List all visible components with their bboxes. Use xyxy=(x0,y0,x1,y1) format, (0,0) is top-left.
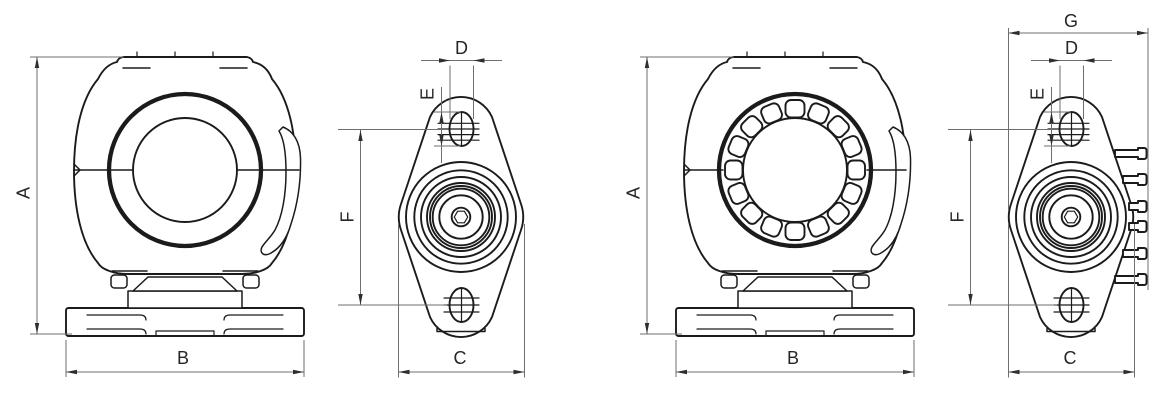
bearing-ball xyxy=(784,99,806,119)
bearing-ball xyxy=(727,182,750,205)
dim-label-b: B xyxy=(787,348,799,368)
dim-label-b: B xyxy=(177,348,189,368)
dim-label-d: D xyxy=(455,38,468,58)
bearing-ball xyxy=(846,159,866,181)
arrowhead xyxy=(1137,30,1148,36)
dim-label-d: D xyxy=(1065,38,1078,58)
view-side-right: G D E F C xyxy=(947,11,1149,379)
dim-label-a: A xyxy=(623,187,643,199)
bearing-ball xyxy=(840,135,863,158)
bearing-ball xyxy=(807,102,830,125)
dim-label-c: C xyxy=(1064,348,1077,368)
bearing-balls xyxy=(724,99,866,241)
bearing-ball xyxy=(826,115,850,139)
dim-label-c: C xyxy=(454,348,467,368)
bearing-ball xyxy=(826,201,850,225)
arrowhead xyxy=(1008,30,1020,36)
bearing-ball xyxy=(784,221,806,241)
dim-label-f: F xyxy=(337,212,357,223)
bearing-ball xyxy=(727,135,750,158)
rib-fin xyxy=(1128,200,1148,213)
dim-G xyxy=(1008,28,1149,290)
bearing-ball xyxy=(840,182,863,205)
bearing-ball xyxy=(724,159,744,181)
dim-label-g: G xyxy=(1064,11,1078,31)
view-front-left: A B xyxy=(13,51,305,378)
rib-fin xyxy=(1114,147,1148,160)
dim-label-a: A xyxy=(13,187,33,199)
rib-fin xyxy=(1128,220,1148,233)
rib-fin xyxy=(1114,273,1148,286)
dim-label-e: E xyxy=(1027,88,1047,100)
bearing-ball xyxy=(740,115,764,139)
view-side-left: D E F C xyxy=(337,38,525,379)
view-front-right: A B xyxy=(623,51,915,378)
bearing-ball xyxy=(760,102,783,125)
dim-label-f: F xyxy=(947,212,967,223)
bearing-ball xyxy=(807,215,830,238)
dim-label-e: E xyxy=(417,88,437,100)
bearing-ball xyxy=(760,215,783,238)
bearing-ball xyxy=(740,201,764,225)
rib-fin xyxy=(1122,173,1148,186)
